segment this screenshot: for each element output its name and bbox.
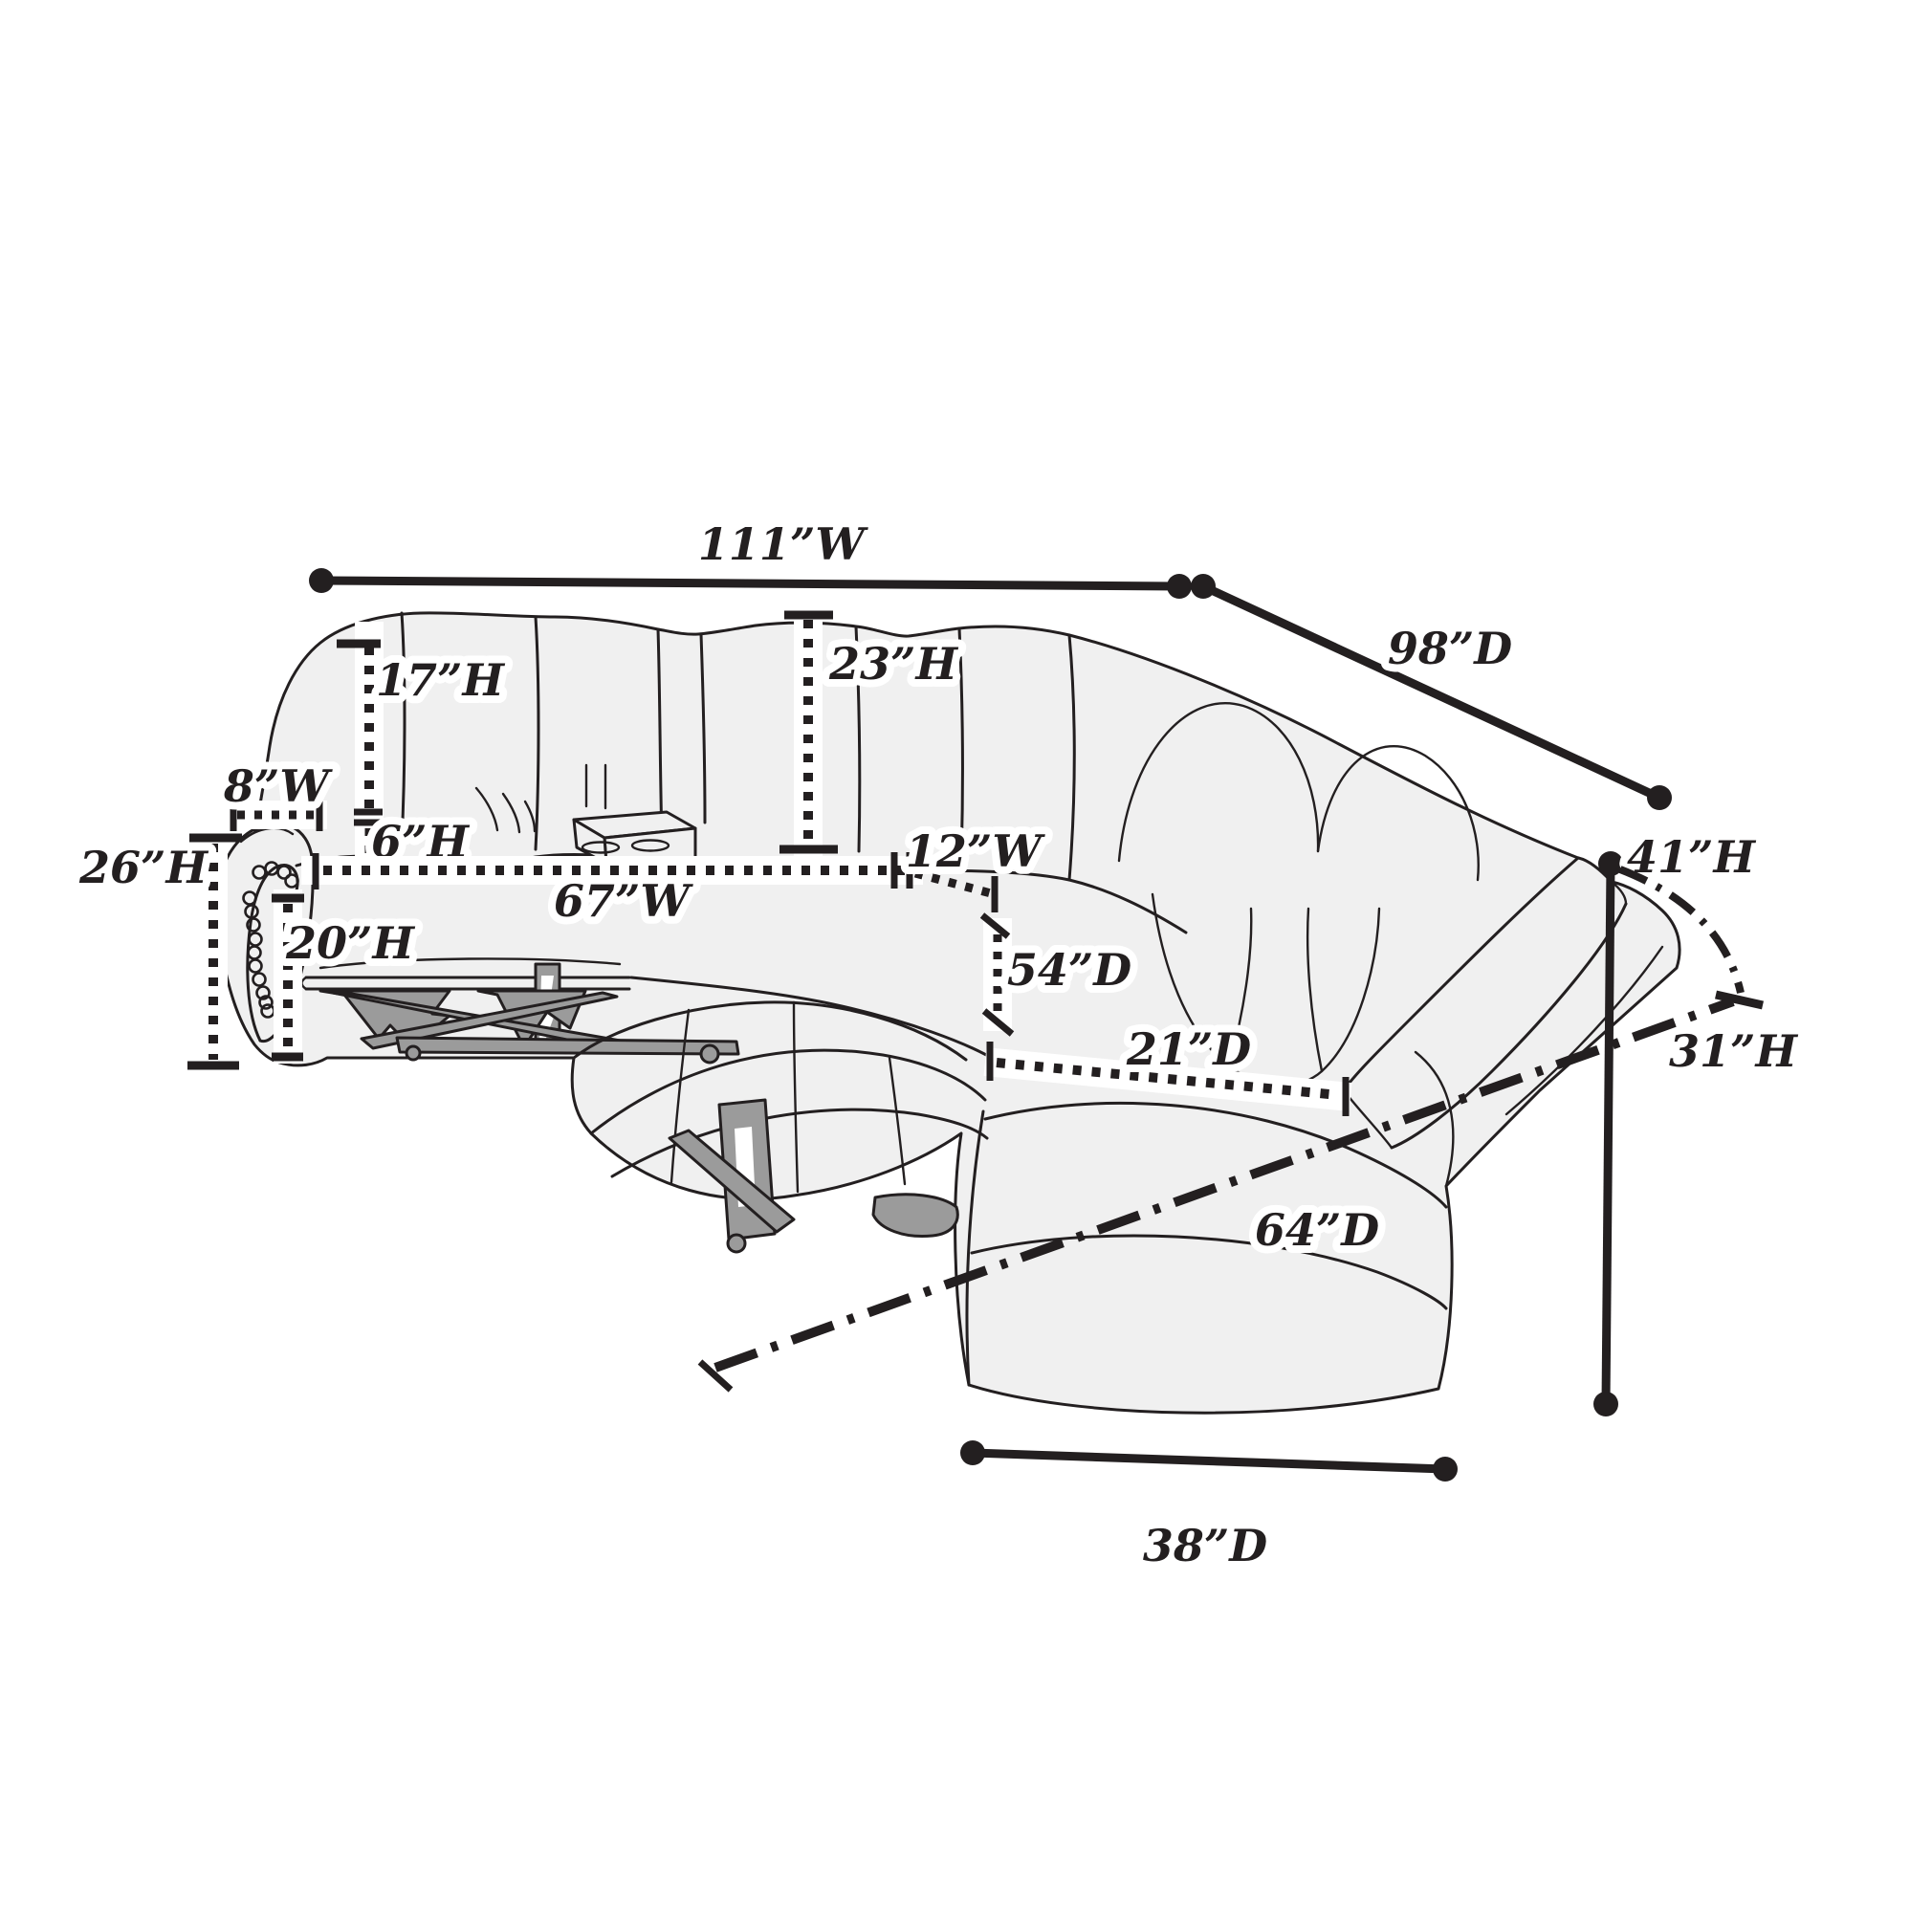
sofa-illustration: [216, 611, 1681, 1415]
dimension-arm-height: 26”H: [71, 833, 242, 1070]
dim-label-26h: 26”H: [78, 842, 209, 893]
dim-label-41h: 41”H: [1627, 831, 1756, 883]
dimension-reclined-height: 31”H: [1618, 866, 1807, 1085]
right-backrest-arm: [1342, 856, 1664, 1150]
dimension-overall-depth: 98”D: [1191, 574, 1672, 810]
dimension-chaise-depth: 38”D: [960, 1440, 1458, 1579]
dim-label-12w: 12”W: [906, 825, 1045, 877]
dim-label-67w: 67”W: [554, 875, 693, 927]
dimension-backrest-height: 23”H: [779, 601, 967, 861]
dimension-reclined-depth: 64”D: [697, 997, 1735, 1393]
dim-label-64d: 64”D: [1255, 1204, 1379, 1256]
left-recliner-mechanism: [318, 962, 740, 1065]
dim-label-17h: 17”H: [376, 654, 505, 706]
dim-label-38d: 38”D: [1143, 1520, 1267, 1571]
dimension-section-depth: 54”D: [979, 912, 1139, 1037]
dimension-section-width: 67”W: [301, 852, 923, 934]
dim-label-20h: 20”H: [285, 917, 415, 969]
right-recliner-mechanism: [668, 1098, 959, 1254]
sofa-silhouette: [216, 611, 1681, 1415]
dim-label-21d: 21”D: [1126, 1023, 1251, 1075]
nailhead-trim: [242, 861, 299, 1019]
dim-label-111w: 111”W: [698, 518, 868, 570]
dimension-seat-height: 20”H: [272, 889, 424, 1064]
console-cupholders: [572, 763, 697, 866]
dimension-upright-height: 41”H: [1593, 823, 1765, 1416]
dimension-back-cushion-height: 17”H: [337, 622, 514, 866]
dimension-annotations: 111”W 98”D 17”H 6”H: [71, 511, 1807, 1579]
dim-label-31h: 31”H: [1669, 1025, 1798, 1077]
dim-label-8w: 8”W: [223, 760, 333, 812]
dim-label-54d: 54”D: [1007, 944, 1131, 996]
dimension-overall-width: 111”W: [309, 511, 1192, 599]
dim-label-23h: 23”H: [828, 638, 958, 690]
left-footrest-platform: [300, 957, 997, 1062]
dimension-console-width: 12”W: [898, 818, 1053, 912]
dimension-arm-width: 8”W: [215, 753, 340, 831]
dim-label-98d: 98”D: [1388, 623, 1512, 674]
dimension-seat-depth: 21”D: [983, 1016, 1352, 1116]
